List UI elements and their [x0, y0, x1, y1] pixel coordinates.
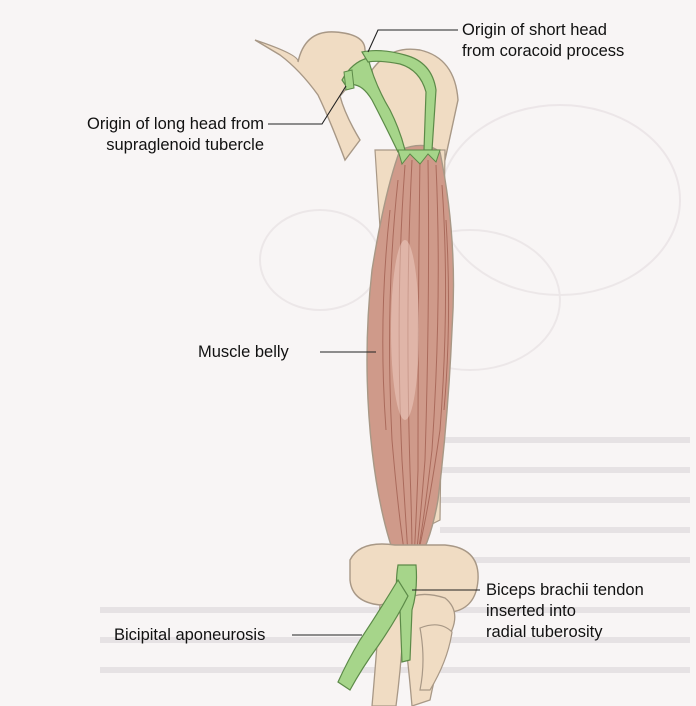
label-short-head: Origin of short head from coracoid proce… [462, 20, 624, 62]
scapula-bone [255, 32, 365, 160]
label-biceps-tendon: Biceps brachii tendon inserted into radi… [486, 580, 644, 643]
background-show-through [260, 105, 680, 370]
label-bicipital-aponeurosis: Bicipital aponeurosis [114, 625, 265, 646]
radial-tuberosity [420, 625, 452, 690]
label-muscle-belly: Muscle belly [198, 342, 289, 363]
label-long-head: Origin of long head from supraglenoid tu… [36, 114, 264, 156]
muscle-sheen [391, 240, 419, 420]
